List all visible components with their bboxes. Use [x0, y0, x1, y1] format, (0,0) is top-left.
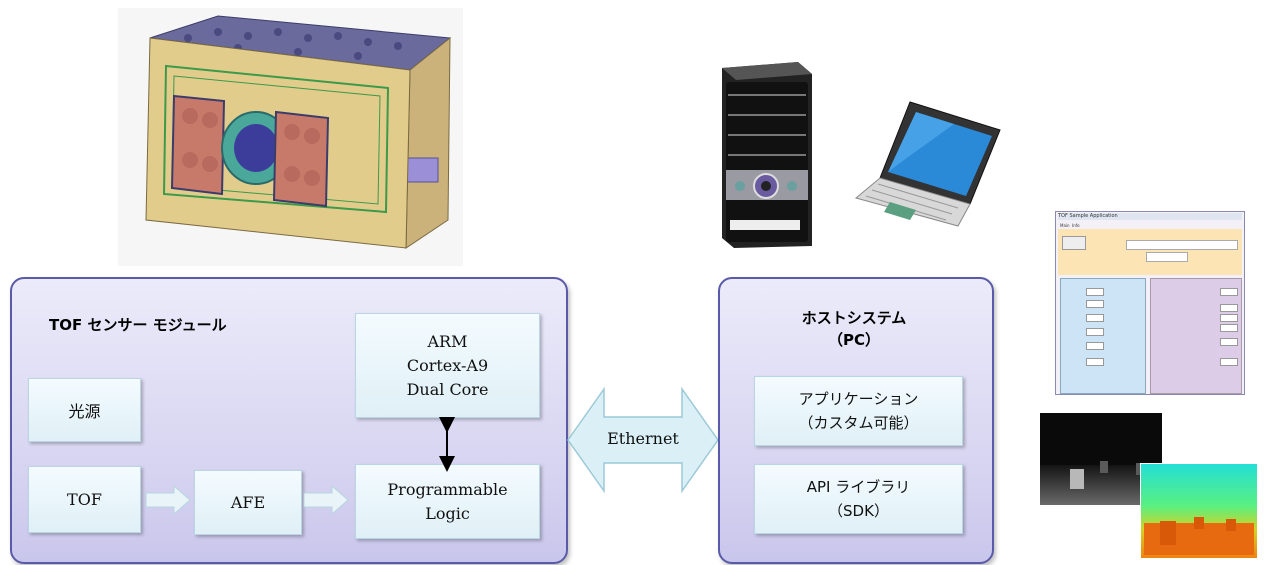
- app-tab-main: Main: [1060, 223, 1070, 228]
- tof-box: TOF: [28, 466, 141, 533]
- pl-line-2: Logic: [425, 503, 470, 523]
- pl-line-1: Programmable: [387, 479, 508, 499]
- programmable-logic-box: Programmable Logic: [355, 464, 540, 539]
- desktop-pc-icon: [722, 62, 812, 248]
- tof-label: TOF: [67, 490, 102, 509]
- afe-label: AFE: [230, 493, 266, 512]
- application-line-1: アプリケーション: [798, 390, 919, 408]
- module-arrows: [145, 417, 455, 516]
- arm-line-2: Cortex-A9: [406, 355, 489, 375]
- tof-module-title: TOF センサー モジュール: [49, 316, 227, 334]
- light-source-box: 光源: [28, 378, 141, 442]
- app-tab-info: Info: [1072, 223, 1080, 228]
- light-source-label: 光源: [68, 402, 101, 421]
- application-line-2: （カスタム可能）: [798, 414, 919, 432]
- afe-box: AFE: [194, 470, 302, 535]
- ethernet-label: Ethernet: [607, 429, 679, 448]
- host-title-line-1: ホストシステム: [801, 309, 907, 327]
- afe-to-pl-arrow: [303, 484, 349, 516]
- arm-line-3: Dual Core: [406, 379, 489, 399]
- api-line-2: （SDK）: [828, 502, 889, 520]
- api-library-box: API ライブラリ （SDK）: [754, 464, 963, 534]
- arm-line-1: ARM: [427, 331, 468, 351]
- laptop-icon: [854, 101, 1001, 227]
- app-title: TOF Sample Application: [1058, 213, 1242, 220]
- tof-to-afe-arrow: [145, 484, 191, 516]
- application-screenshot: TOF Sample Application Main Info: [1055, 211, 1245, 395]
- host-title: ホストシステム （PC）: [718, 307, 990, 351]
- application-box: アプリケーション （カスタム可能）: [754, 376, 963, 446]
- depth-image-color: [1140, 463, 1258, 559]
- tof-sensor-module-image: [118, 8, 463, 266]
- api-line-1: API ライブラリ: [806, 478, 911, 496]
- host-title-line-2: （PC）: [827, 331, 880, 349]
